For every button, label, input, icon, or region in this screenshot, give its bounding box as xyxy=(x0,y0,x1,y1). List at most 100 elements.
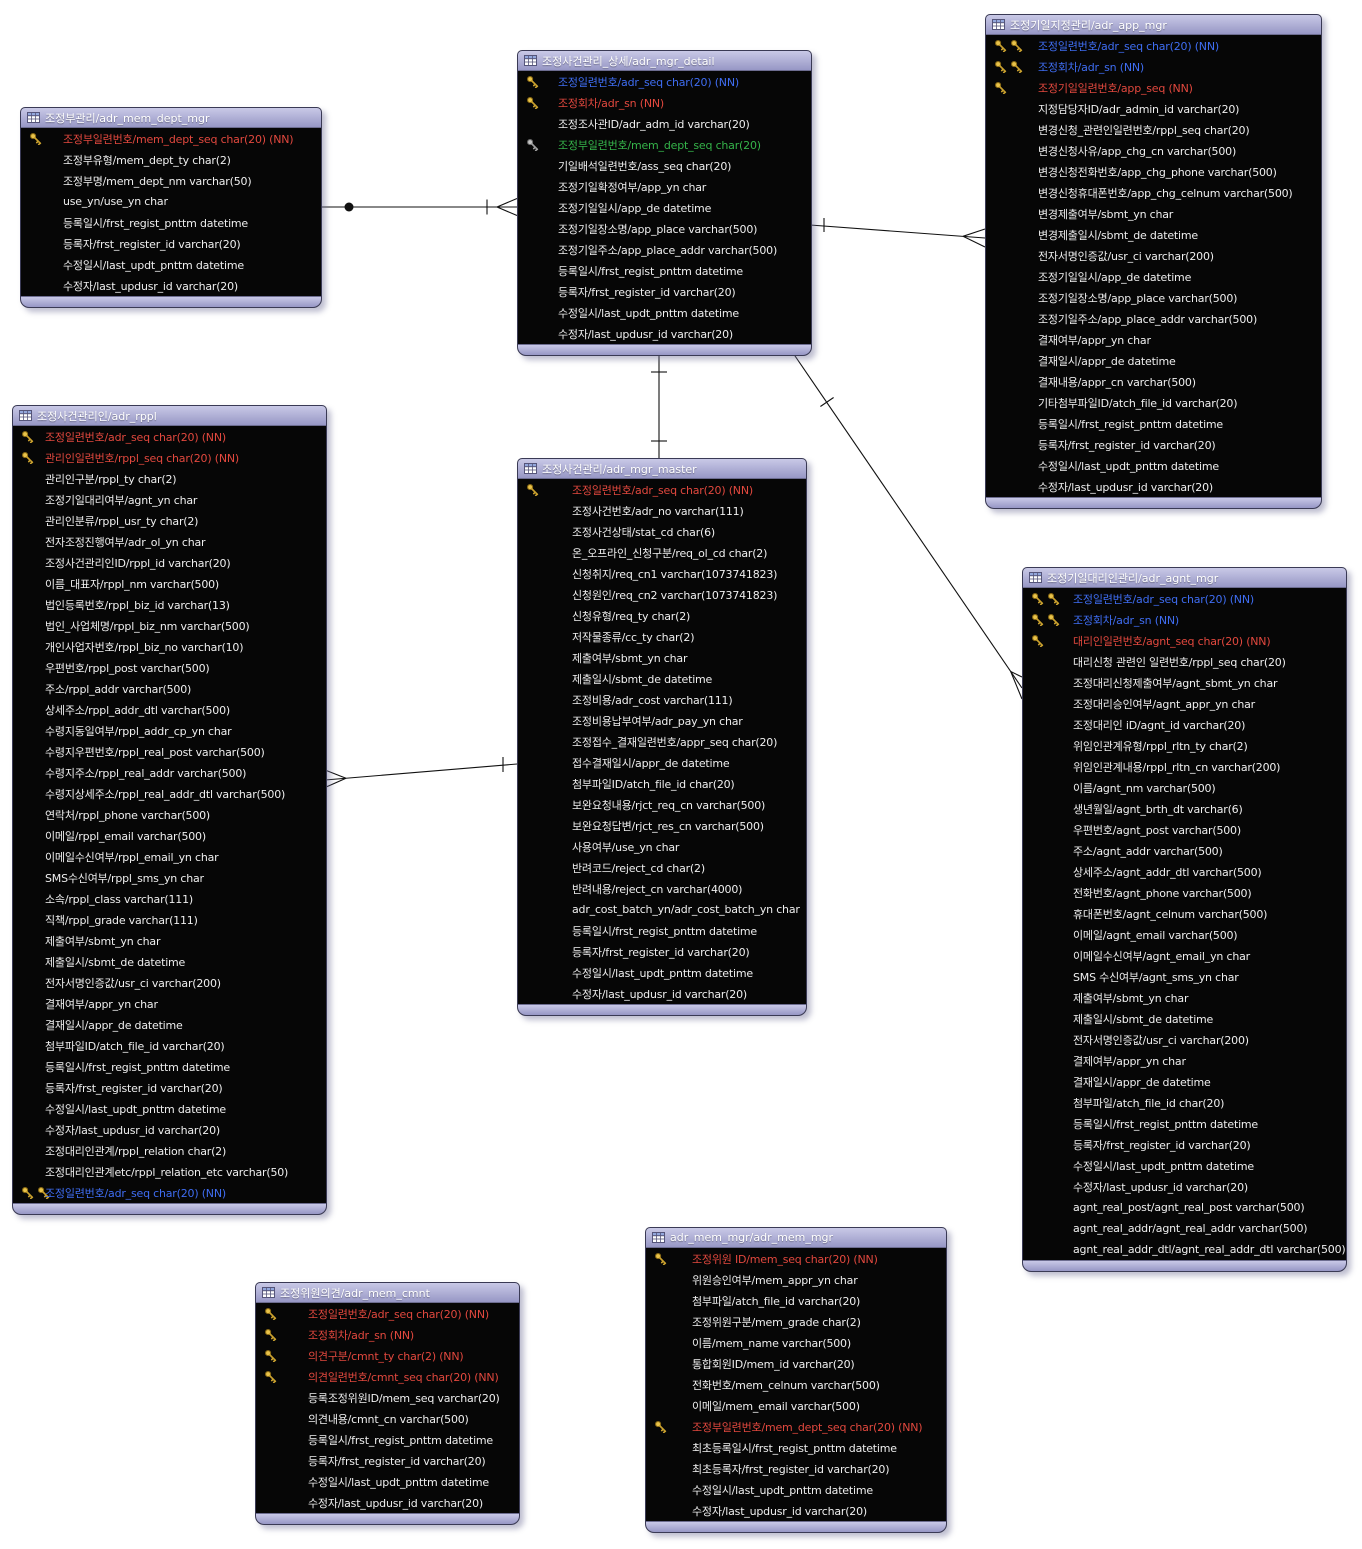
field-row[interactable]: 의견구분/cmnt_ty char(2) (NN) xyxy=(256,1345,519,1366)
field-row[interactable]: 결재내용/appr_cn varchar(500) xyxy=(986,371,1321,392)
field-row[interactable]: 개인사업자번호/rppl_biz_no varchar(10) xyxy=(13,636,326,657)
field-row[interactable]: 전화번호/agnt_phone varchar(500) xyxy=(1023,882,1346,903)
field-row[interactable]: 의견내용/cmnt_cn varchar(500) xyxy=(256,1408,519,1429)
field-row[interactable]: 제출여부/sbmt_yn char xyxy=(13,930,326,951)
field-row[interactable]: 조정회차/adr_sn (NN) xyxy=(518,92,811,113)
field-row[interactable]: 결재일시/appr_de datetime xyxy=(13,1014,326,1035)
field-row[interactable]: 조정일련번호/adr_seq char(20) (NN) xyxy=(256,1303,519,1324)
field-row[interactable]: 휴대폰번호/agnt_celnum varchar(500) xyxy=(1023,903,1346,924)
relationship-master-detail[interactable] xyxy=(651,353,667,458)
field-row[interactable]: 변경신청사유/app_chg_cn varchar(500) xyxy=(986,140,1321,161)
field-row[interactable]: 제출일시/sbmt_de datetime xyxy=(1023,1008,1346,1029)
field-row[interactable]: 변경제출일시/sbmt_de datetime xyxy=(986,224,1321,245)
field-row[interactable]: 관리인일련번호/rppl_seq char(20) (NN) xyxy=(13,447,326,468)
field-row[interactable]: 수령지주소/rppl_real_addr varchar(500) xyxy=(13,762,326,783)
field-row[interactable]: 등록일시/frst_regist_pnttm datetime xyxy=(21,212,321,233)
field-row[interactable]: 등록자/frst_register_id varchar(20) xyxy=(13,1077,326,1098)
field-row[interactable]: 조정대리승인여부/agnt_appr_yn char xyxy=(1023,693,1346,714)
relationship-detail-app[interactable] xyxy=(809,218,986,248)
field-row[interactable]: 반려내용/reject_cn varchar(4000) xyxy=(518,878,806,899)
field-row[interactable]: 등록일시/frst_regist_pnttm datetime xyxy=(518,920,806,941)
field-row[interactable]: 수정일시/last_updt_pnttm datetime xyxy=(1023,1155,1346,1176)
field-row[interactable]: 이름/mem_name varchar(500) xyxy=(646,1332,946,1353)
field-row[interactable]: 등록조정위원ID/mem_seq varchar(20) xyxy=(256,1387,519,1408)
field-row[interactable]: 관리인구분/rppl_ty char(2) xyxy=(13,468,326,489)
field-row[interactable]: 주소/agnt_addr varchar(500) xyxy=(1023,840,1346,861)
field-row[interactable]: 법인등록번호/rppl_biz_id varchar(13) xyxy=(13,594,326,615)
field-row[interactable]: 전자조정진행여부/adr_ol_yn char xyxy=(13,531,326,552)
field-row[interactable]: 조정부일련번호/mem_dept_seq char(20) (NN) xyxy=(646,1416,946,1437)
field-row[interactable]: SMS수신여부/rppl_sms_yn char xyxy=(13,867,326,888)
field-row[interactable]: 신청원인/req_cn2 varchar(1073741823) xyxy=(518,584,806,605)
entity-header[interactable]: 조정사건관리인/adr_rppl xyxy=(13,406,326,426)
field-row[interactable]: 통합회원ID/mem_id varchar(20) xyxy=(646,1353,946,1374)
field-row[interactable]: 법인_사업체명/rppl_biz_nm varchar(500) xyxy=(13,615,326,636)
field-row[interactable]: 수정일시/last_updt_pnttm datetime xyxy=(256,1471,519,1492)
field-row[interactable]: 이름/agnt_nm varchar(500) xyxy=(1023,777,1346,798)
field-row[interactable]: 조정대리인관계/rppl_relation char(2) xyxy=(13,1140,326,1161)
field-row[interactable]: 수정일시/last_updt_pnttm datetime xyxy=(986,455,1321,476)
field-row[interactable]: 수정자/last_updusr_id varchar(20) xyxy=(518,323,811,344)
field-row[interactable]: 조정비용납부여부/adr_pay_yn char xyxy=(518,710,806,731)
field-row[interactable]: 이메일/agnt_email varchar(500) xyxy=(1023,924,1346,945)
field-row[interactable]: 결재일시/appr_de datetime xyxy=(986,350,1321,371)
entity-header[interactable]: adr_mem_mgr/adr_mem_mgr xyxy=(646,1228,946,1248)
field-row[interactable]: 조정위원 ID/mem_seq char(20) (NN) xyxy=(646,1248,946,1269)
field-row[interactable]: 조정기일주소/app_place_addr varchar(500) xyxy=(518,239,811,260)
field-row[interactable]: 수정자/last_updusr_id varchar(20) xyxy=(646,1500,946,1521)
field-row[interactable]: 전화번호/mem_celnum varchar(500) xyxy=(646,1374,946,1395)
field-row[interactable]: agnt_real_addr_dtl/agnt_real_addr_dtl va… xyxy=(1023,1239,1346,1260)
field-row[interactable]: 직책/rppl_grade varchar(111) xyxy=(13,909,326,930)
field-row[interactable]: 등록자/frst_register_id varchar(20) xyxy=(1023,1134,1346,1155)
field-row[interactable]: 변경신청전화번호/app_chg_phone varchar(500) xyxy=(986,161,1321,182)
field-row[interactable]: 우편번호/agnt_post varchar(500) xyxy=(1023,819,1346,840)
field-row[interactable]: 조정일련번호/adr_seq char(20) (NN) xyxy=(518,479,806,500)
field-row[interactable]: 조정사건관리인ID/rppl_id varchar(20) xyxy=(13,552,326,573)
field-row[interactable]: 대리신청 관련인 일련번호/rppl_seq char(20) xyxy=(1023,651,1346,672)
field-row[interactable]: 조정기일일시/app_de datetime xyxy=(986,266,1321,287)
field-row[interactable]: 수정자/last_updusr_id varchar(20) xyxy=(13,1119,326,1140)
field-row[interactable]: 조정기일일시/app_de datetime xyxy=(518,197,811,218)
field-row[interactable]: 수정일시/last_updt_pnttm datetime xyxy=(21,254,321,275)
field-row[interactable]: 조정사건번호/adr_no varchar(111) xyxy=(518,500,806,521)
field-row[interactable]: 등록일시/frst_regist_pnttm datetime xyxy=(986,413,1321,434)
field-row[interactable]: adr_cost_batch_yn/adr_cost_batch_yn char xyxy=(518,899,806,920)
field-row[interactable]: 조정조사관ID/adr_adm_id varchar(20) xyxy=(518,113,811,134)
field-row[interactable]: 최초등록자/frst_register_id varchar(20) xyxy=(646,1458,946,1479)
field-row[interactable]: 조정부유형/mem_dept_ty char(2) xyxy=(21,149,321,170)
entity-header[interactable]: 조정기일지정관리/adr_app_mgr xyxy=(986,15,1321,35)
field-row[interactable]: 조정사건상태/stat_cd char(6) xyxy=(518,521,806,542)
field-row[interactable]: 조정비용/adr_cost varchar(111) xyxy=(518,689,806,710)
field-row[interactable]: agnt_real_post/agnt_real_post varchar(50… xyxy=(1023,1197,1346,1218)
field-row[interactable]: 상세주소/agnt_addr_dtl varchar(500) xyxy=(1023,861,1346,882)
field-row[interactable]: 수정자/last_updusr_id varchar(20) xyxy=(518,983,806,1004)
field-row[interactable]: 첨부파일/atch_file_id varchar(20) xyxy=(646,1290,946,1311)
field-row[interactable]: 최초등록일시/frst_regist_pnttm datetime xyxy=(646,1437,946,1458)
field-row[interactable]: 조정기일장소명/app_place varchar(500) xyxy=(518,218,811,239)
field-row[interactable]: 등록자/frst_register_id varchar(20) xyxy=(256,1450,519,1471)
field-row[interactable]: 첨부파일/atch_file_id char(20) xyxy=(1023,1092,1346,1113)
field-row[interactable]: 조정대리신청제출여부/agnt_sbmt_yn char xyxy=(1023,672,1346,693)
field-row[interactable]: 등록일시/frst_regist_pnttm datetime xyxy=(518,260,811,281)
relationship-dept-detail[interactable] xyxy=(320,197,518,217)
field-row[interactable]: 지정담당자ID/adr_admin_id varchar(20) xyxy=(986,98,1321,119)
field-row[interactable]: 대리인일련번호/agnt_seq char(20) (NN) xyxy=(1023,630,1346,651)
field-row[interactable]: 조정일련번호/adr_seq char(20) (NN) xyxy=(986,35,1321,56)
field-row[interactable]: 조정회차/adr_sn (NN) xyxy=(256,1324,519,1345)
entity-header[interactable]: 조정기일대리인관리/adr_agnt_mgr xyxy=(1023,568,1346,588)
field-row[interactable]: 제출여부/sbmt_yn char xyxy=(518,647,806,668)
field-row[interactable]: 조정회차/adr_sn (NN) xyxy=(1023,609,1346,630)
relationship-detail-agnt[interactable] xyxy=(792,352,1023,700)
field-row[interactable]: 등록자/frst_register_id varchar(20) xyxy=(21,233,321,254)
field-row[interactable]: 조정일련번호/adr_seq char(20) (NN) xyxy=(518,71,811,92)
field-row[interactable]: 변경제출여부/sbmt_yn char xyxy=(986,203,1321,224)
field-row[interactable]: use_yn/use_yn char xyxy=(21,191,321,212)
field-row[interactable]: 등록일시/frst_regist_pnttm datetime xyxy=(13,1056,326,1077)
